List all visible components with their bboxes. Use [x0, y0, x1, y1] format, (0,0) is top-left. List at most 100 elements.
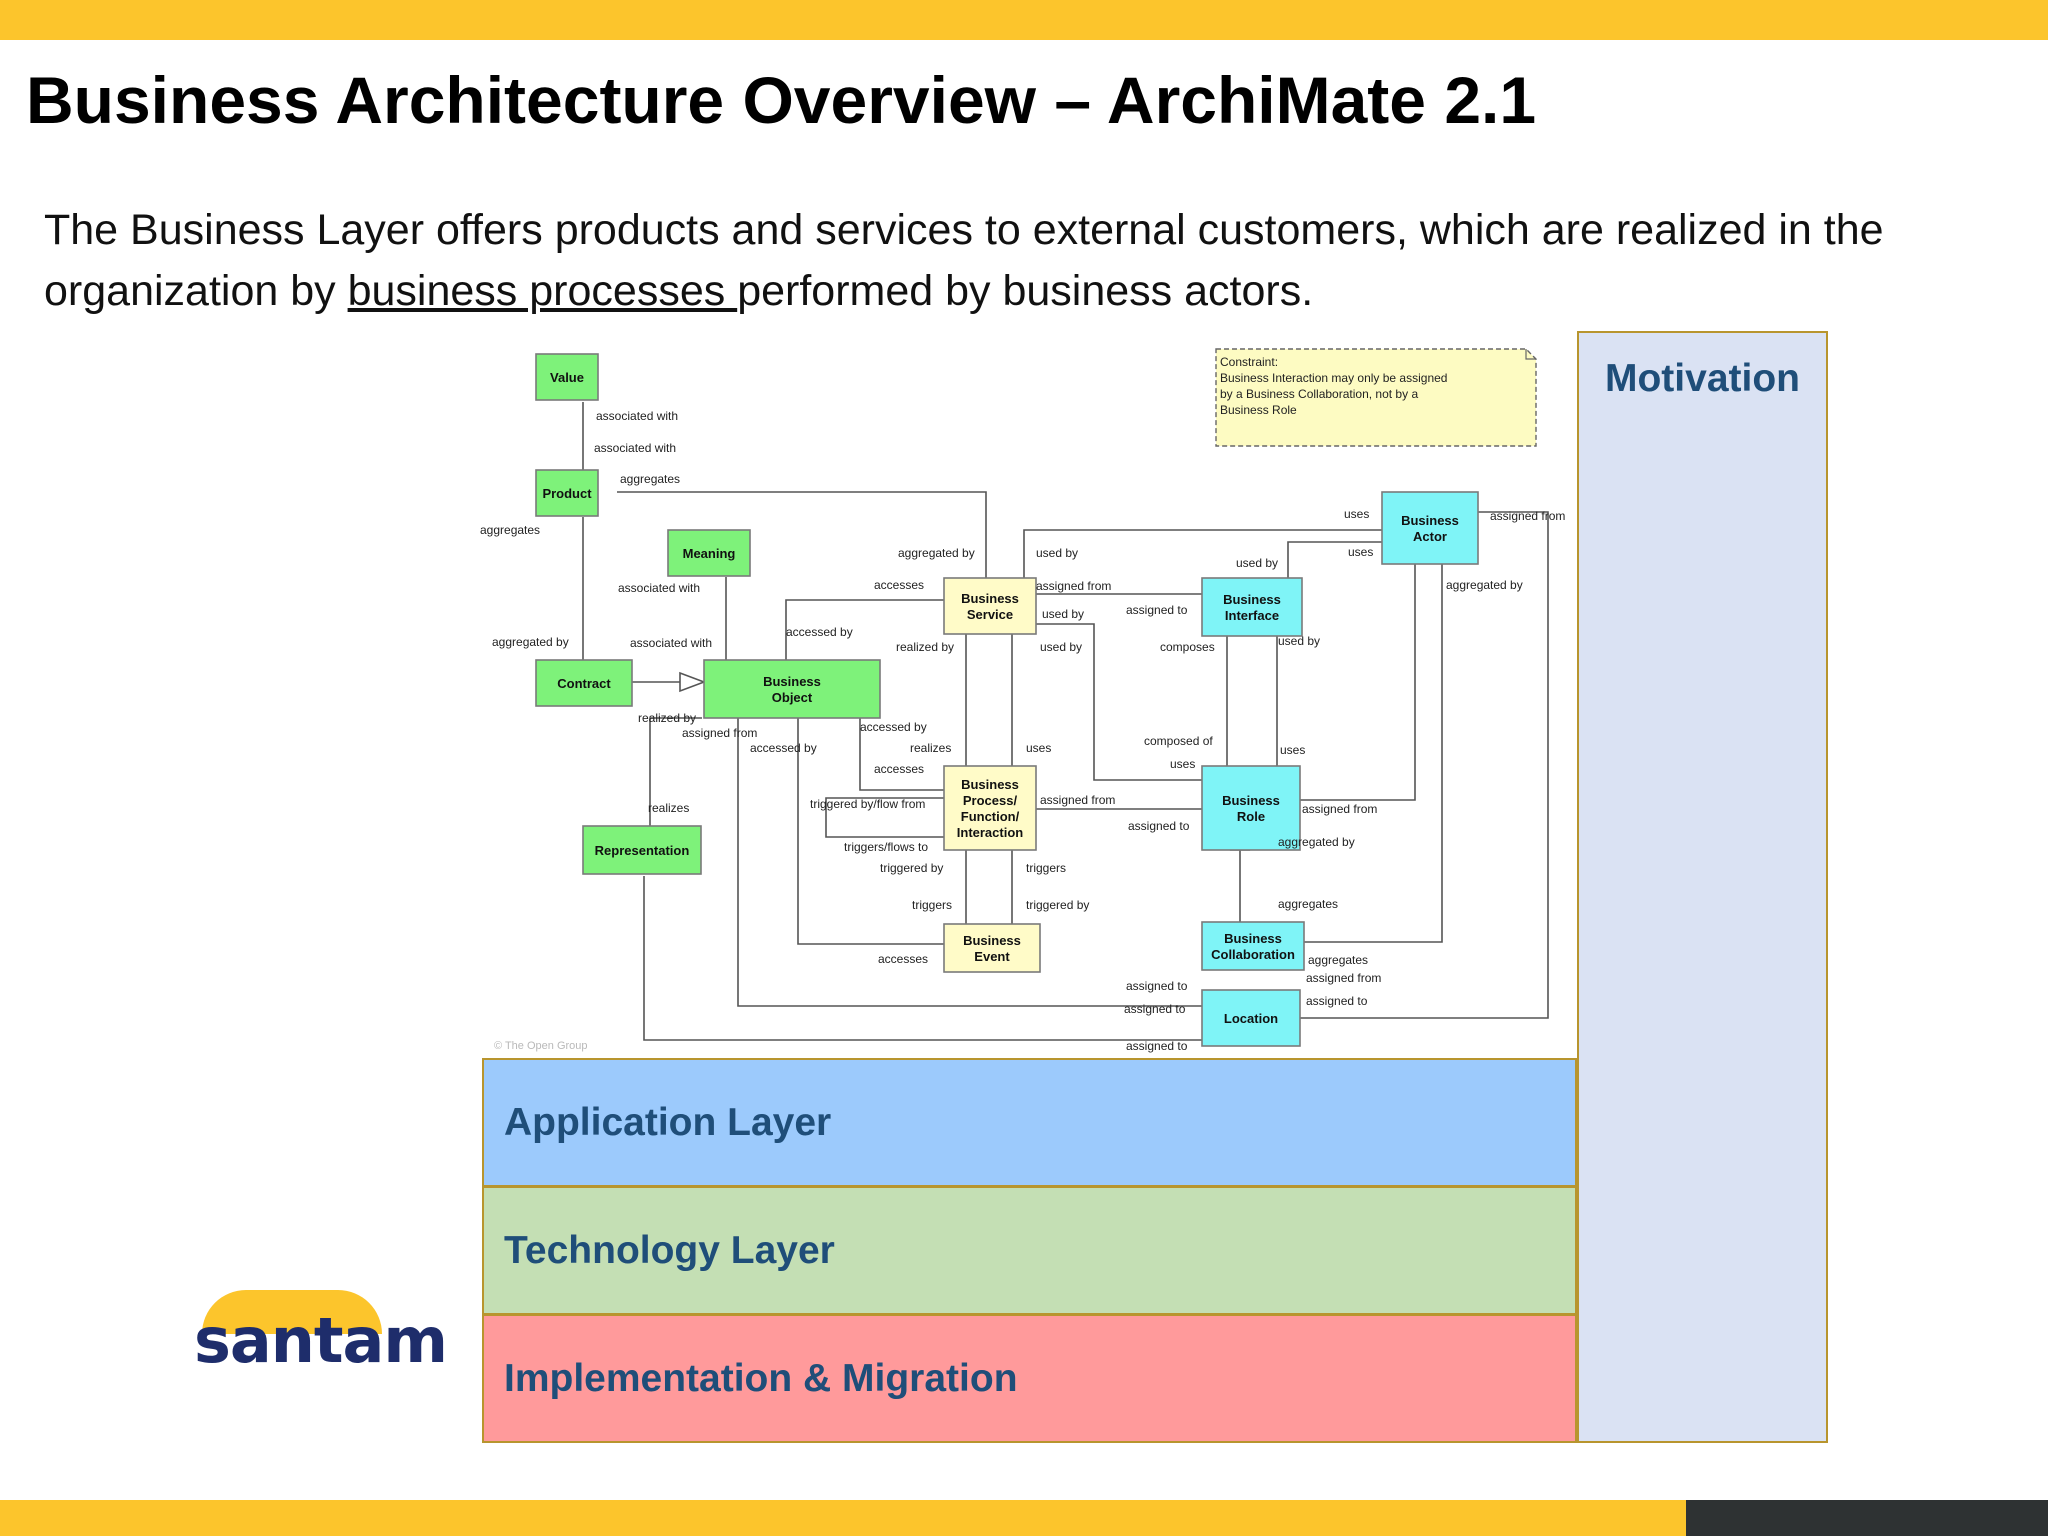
edge-label: used by — [1236, 556, 1278, 570]
edge-label: aggregated by — [898, 546, 975, 560]
node-label: Interaction — [957, 825, 1024, 840]
edge-label: used by — [1036, 546, 1078, 560]
edge-label: used by — [1042, 607, 1084, 621]
edge-label: used by — [1040, 640, 1082, 654]
node-label: Interface — [1225, 608, 1279, 623]
edge-interface-actor — [1287, 541, 1382, 578]
node-label: Business — [961, 777, 1019, 792]
edge-label: realizes — [910, 741, 951, 755]
edge-label: realizes — [648, 801, 689, 815]
edge-label: assigned to — [1126, 979, 1188, 993]
motivation-layer: Motivation — [1577, 331, 1828, 1443]
node-label: Business — [1224, 931, 1282, 946]
edge-label: accesses — [874, 762, 924, 776]
edge-label: triggers/flows to — [844, 840, 928, 854]
node-label: Business — [1222, 793, 1280, 808]
edge-label: uses — [1026, 741, 1051, 755]
constraint-line: Business Interaction may only be assigne… — [1220, 371, 1447, 385]
edge-label: assigned to — [1126, 1039, 1188, 1053]
node-label: Object — [772, 690, 813, 705]
node-contract: Contract — [535, 659, 633, 707]
constraint-line: Business Role — [1220, 403, 1297, 417]
node-label: Business — [1223, 592, 1281, 607]
edge-collaboration-actor — [1304, 564, 1443, 943]
copyright-text: © The Open Group — [494, 1040, 588, 1052]
node-label: Business — [963, 933, 1021, 948]
edge-label: realized by — [896, 640, 954, 654]
node-label: Process/ — [963, 793, 1018, 808]
edge-label: aggregated by — [492, 635, 569, 649]
edge-representation-location — [643, 876, 1202, 1041]
top-accent-bar — [0, 0, 2048, 40]
edge-label: assigned from — [682, 726, 757, 740]
logo-wordmark: santam — [194, 1304, 448, 1377]
edge-label: assigned from — [1040, 793, 1115, 807]
edge-label: assigned to — [1124, 1002, 1186, 1016]
edge-label: accessed by — [860, 720, 927, 734]
bottom-dark-block — [1686, 1500, 2048, 1536]
edge-label: aggregates — [480, 523, 540, 537]
edge-label: uses — [1344, 507, 1369, 521]
edge-label: uses — [1170, 757, 1195, 771]
edge-label: assigned from — [1306, 971, 1381, 985]
edge-object-process — [859, 718, 944, 791]
node-label: Collaboration — [1211, 947, 1295, 962]
business-processes-link[interactable]: business processes — [347, 267, 738, 315]
node-label: Meaning — [683, 546, 736, 561]
node-label: Contract — [557, 676, 611, 691]
application-layer: Application Layer — [482, 1058, 1577, 1187]
edge-label: aggregates — [1278, 897, 1338, 911]
edge-label: associated with — [618, 581, 700, 595]
edge-label: assigned from — [1302, 802, 1377, 816]
node-label: Event — [974, 949, 1010, 964]
edge-product-service — [617, 491, 987, 578]
node-value: Value — [535, 353, 599, 401]
subtitle: The Business Layer offers products and s… — [44, 200, 2004, 322]
edge-label: aggregates — [620, 472, 680, 486]
edge-label: assigned to — [1126, 603, 1188, 617]
edge-service-role — [1036, 623, 1202, 781]
node-label: Business — [763, 674, 821, 689]
edge-actor-location — [1300, 511, 1549, 1019]
edge-label: assigned from — [1036, 579, 1111, 593]
edge-label: accesses — [874, 578, 924, 592]
edge-representation-object — [649, 717, 702, 826]
node-label: Service — [967, 607, 1013, 622]
edge-label: assigned from — [1490, 509, 1565, 523]
edge-service-actor — [1023, 529, 1382, 578]
edge-label: realized by — [638, 711, 696, 725]
node-label: Business — [961, 591, 1019, 606]
edge-label: triggered by — [1026, 898, 1089, 912]
edge-label: assigned to — [1128, 819, 1190, 833]
node-meaning: Meaning — [667, 529, 751, 577]
edge-object-location — [737, 718, 1202, 1007]
edge-label: aggregates — [1308, 953, 1368, 967]
edge-label: associated with — [594, 441, 676, 455]
node-label: Function/ — [961, 809, 1020, 824]
edge-label: accessed by — [786, 625, 853, 639]
node-label: Location — [1224, 1011, 1278, 1026]
implementation-migration-label: Implementation & Migration — [504, 1356, 1018, 1400]
edge-label: uses — [1348, 545, 1373, 559]
node-label: Actor — [1413, 529, 1447, 544]
edge-label: composed of — [1144, 734, 1213, 748]
edge-label: associated with — [630, 636, 712, 650]
subtitle-text-end: performed by business actors. — [737, 267, 1314, 315]
implementation-migration-layer: Implementation & Migration — [482, 1314, 1577, 1443]
edge-label: aggregated by — [1278, 835, 1355, 849]
page-title: Business Architecture Overview – ArchiMa… — [26, 63, 1537, 137]
edge-label: composes — [1160, 640, 1215, 654]
node-representation: Representation — [582, 825, 702, 875]
node-label: Representation — [595, 843, 690, 858]
edge-label: triggered by/flow from — [810, 797, 925, 811]
edge-label: triggers — [912, 898, 952, 912]
